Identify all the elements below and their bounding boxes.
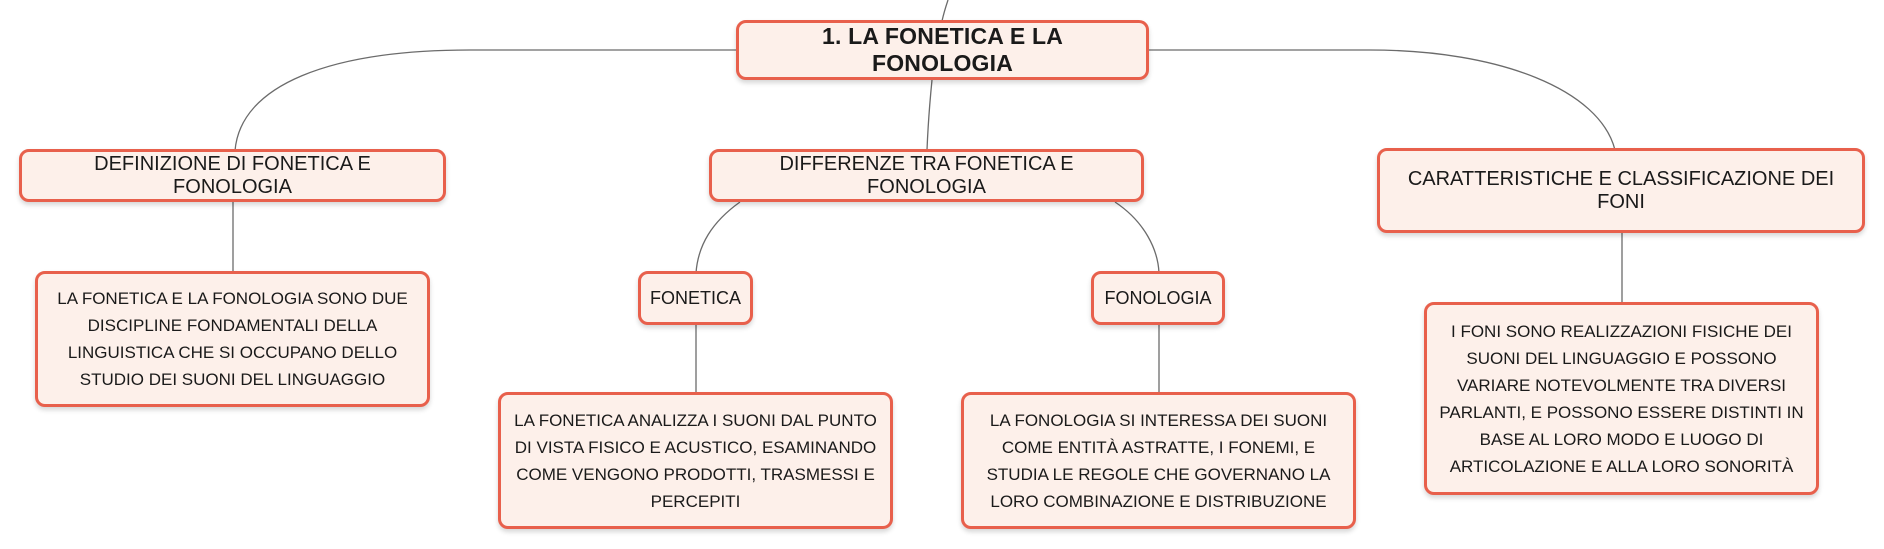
- fonologia-topic-node[interactable]: FONOLOGIA: [1091, 271, 1225, 325]
- differenze-topic-label: DIFFERENZE TRA FONETICA E FONOLOGIA: [779, 152, 1074, 198]
- root-topic-label: 1. LA FONETICA E LA FONOLOGIA: [821, 23, 1064, 76]
- definizione-description-text: LA FONETICA E LA FONOLOGIA SONO DUE DISC…: [57, 289, 408, 389]
- fonetica-topic-label: FONETICA: [650, 287, 742, 308]
- connector-root-differenze: [926, 79, 933, 151]
- caratteristiche-description-text: I FONI SONO REALIZZAZIONI FISICHE DEI SU…: [1439, 321, 1804, 476]
- caratteristiche-description-node[interactable]: I FONI SONO REALIZZAZIONI FISICHE DEI SU…: [1424, 302, 1819, 495]
- root-topic-node[interactable]: 1. LA FONETICA E LA FONOLOGIA: [736, 20, 1149, 80]
- fonetica-topic-node[interactable]: FONETICA: [638, 271, 753, 325]
- caratteristiche-topic-label: CARATTERISTICHE E CLASSIFICAZIONE DEI FO…: [1407, 167, 1835, 213]
- fonetica-description-text: LA FONETICA ANALIZZA I SUONI DAL PUNTO D…: [514, 410, 877, 511]
- fonologia-description-node[interactable]: LA FONOLOGIA SI INTERESSA DEI SUONI COME…: [961, 392, 1356, 529]
- definizione-topic-node[interactable]: DEFINIZIONE DI FONETICA E FONOLOGIA: [19, 149, 446, 202]
- fonologia-description-text: LA FONOLOGIA SI INTERESSA DEI SUONI COME…: [986, 410, 1331, 511]
- fonologia-topic-label: FONOLOGIA: [1104, 287, 1212, 308]
- differenze-topic-node[interactable]: DIFFERENZE TRA FONETICA E FONOLOGIA: [709, 149, 1144, 202]
- definizione-description-node[interactable]: LA FONETICA E LA FONOLOGIA SONO DUE DISC…: [35, 271, 430, 407]
- connector-root-definizione: [234, 49, 736, 152]
- connector-root-parent: [941, 0, 949, 22]
- definizione-topic-label: DEFINIZIONE DI FONETICA E FONOLOGIA: [94, 152, 371, 198]
- connector-differenze-fonetica: [695, 201, 741, 274]
- fonetica-description-node[interactable]: LA FONETICA ANALIZZA I SUONI DAL PUNTO D…: [498, 392, 893, 529]
- connector-differenze-fonologia: [1114, 201, 1160, 274]
- connector-root-caratteristiche: [1148, 49, 1616, 151]
- caratteristiche-topic-node[interactable]: CARATTERISTICHE E CLASSIFICAZIONE DEI FO…: [1377, 148, 1865, 233]
